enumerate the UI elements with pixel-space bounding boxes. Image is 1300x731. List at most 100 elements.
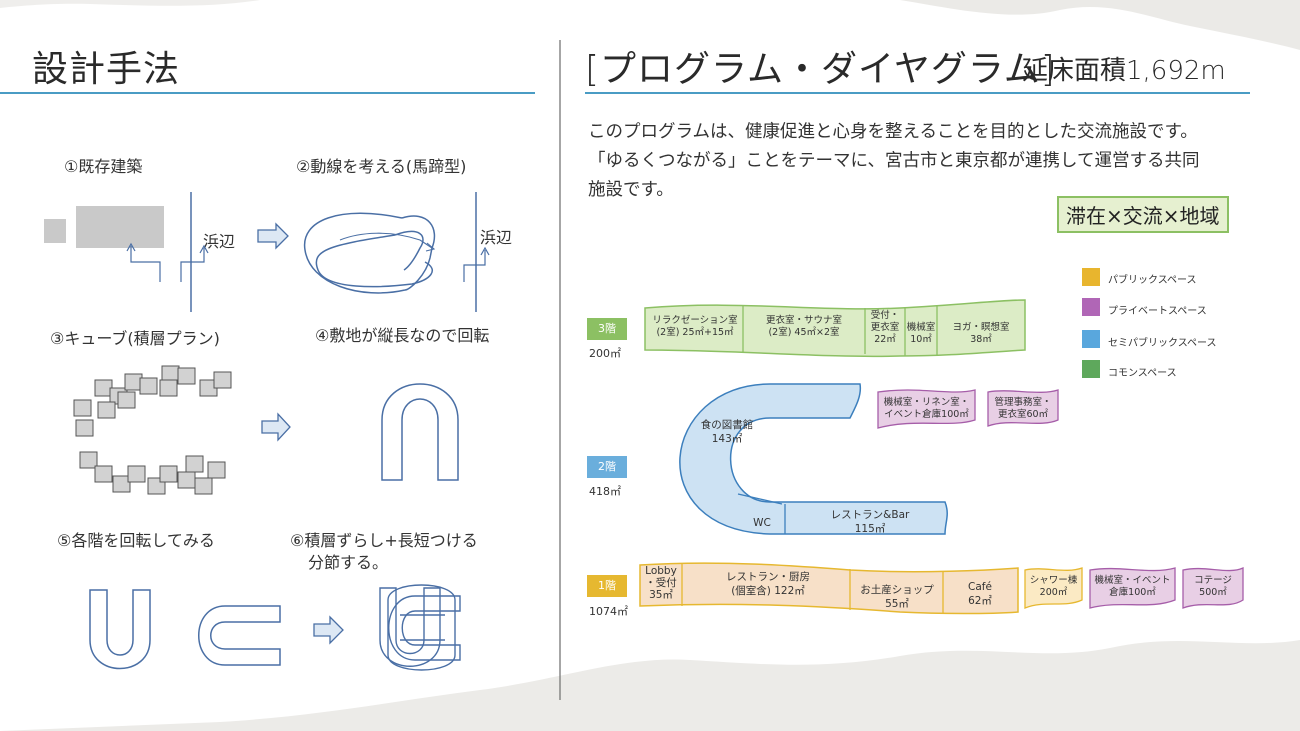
theme-tag: 滞在×交流×地域 — [1057, 196, 1229, 233]
floor-1-band — [639, 562, 1019, 615]
step-5-label: ⑤各階を回転してみる — [57, 531, 215, 550]
private-room-1-b-area: 500㎡ — [1199, 587, 1227, 598]
room-1-2: レストラン・厨房 (個室含) 122㎡ — [690, 570, 846, 598]
restaurant-bar-area: 115㎡ — [854, 523, 886, 535]
room-1-3-name: お土産ショップ — [860, 584, 934, 596]
floor-1-area: 1074㎡ — [589, 605, 628, 618]
legend-swatch-semipublic — [1082, 330, 1100, 348]
room-1-2-name: レストラン・厨房 — [726, 571, 810, 583]
private-room-1-b-label: コテージ 500㎡ — [1183, 575, 1243, 599]
restaurant-bar-label: レストラン&Bar 115㎡ — [800, 508, 940, 536]
floor-3-band — [644, 299, 1026, 358]
private-room-2-a-area: イベント倉庫100㎡ — [884, 409, 969, 420]
floor-3-label: 3階 — [587, 318, 627, 340]
legend-label-public: パブリックスペース — [1108, 275, 1197, 286]
library-name: 食の図書館 — [700, 419, 754, 431]
layered-shift-sketch — [379, 584, 461, 671]
room-1-1: Lobby ・受付 35㎡ — [641, 565, 681, 601]
room-3-3: 受付・ 更衣室 22㎡ — [866, 310, 904, 346]
step-3-label: ③キューブ(積層プラン) — [50, 329, 220, 348]
private-room-1-a-name: 機械室・イベント — [1094, 575, 1171, 586]
room-1-3-area: 55㎡ — [885, 598, 909, 610]
horseshoe-circulation-sketch — [303, 192, 490, 312]
room-3-2-name: 更衣室・サウナ室 — [765, 315, 842, 326]
room-1-3: お土産ショップ 55㎡ — [852, 583, 942, 611]
shower-name: シャワー棟 — [1029, 575, 1078, 586]
beach-label-2: 浜辺 — [480, 228, 513, 247]
private-room-2-a-label: 機械室・リネン室・ イベント倉庫100㎡ — [878, 397, 975, 421]
floor-2-area: 418㎡ — [589, 485, 621, 498]
floor-1-dividers — [681, 563, 944, 613]
room-3-2: 更衣室・サウナ室 (2室) 45㎡×2室 — [745, 315, 863, 339]
room-3-1-name: リラクゼーション室 — [652, 315, 738, 326]
private-room-2-a — [877, 389, 976, 429]
beach-label-1: 浜辺 — [203, 232, 236, 251]
design-method-sketches — [44, 192, 490, 671]
step-4-label: ④敷地が縦長なので回転 — [315, 326, 490, 345]
floor-3-area: 200㎡ — [589, 347, 621, 360]
description-line-3: 施設です。 — [588, 180, 674, 200]
floor-1-label: 1階 — [587, 575, 627, 597]
legend-swatch-private — [1082, 298, 1100, 316]
room-3-3-name: 受付・ — [870, 310, 900, 321]
right-title-underline — [585, 92, 1250, 94]
room-1-2-area: (個室含) 122㎡ — [731, 585, 805, 597]
wc-label: WC — [753, 517, 771, 529]
private-room-2-b-name: 管理事務室・ — [994, 397, 1052, 408]
cube-stack-sketch — [73, 365, 232, 495]
library-label: 食の図書館 143㎡ — [697, 418, 757, 446]
private-room-2-b-area: 更衣室60㎡ — [997, 409, 1049, 420]
step-2-label: ②動線を考える(馬蹄型) — [296, 157, 467, 176]
room-1-1-name: Lobby — [645, 565, 677, 577]
room-3-5-area: 38㎡ — [970, 334, 992, 345]
floor-2-label: 2階 — [587, 456, 627, 478]
left-title: 設計手法 — [32, 49, 181, 90]
private-room-1-a — [1089, 567, 1176, 609]
room-3-4-name: 機械室 — [906, 322, 936, 333]
private-room-1-b-name: コテージ — [1194, 575, 1232, 586]
room-3-4: 機械室 10㎡ — [905, 322, 937, 346]
floor-2-dividers — [737, 493, 786, 534]
description-line-2: 「ゆるくつながる」ことをテーマに、宮古市と東京都が連携して運営する共同 — [588, 151, 1200, 171]
step-6-label-cont: 分節する。 — [308, 553, 389, 572]
left-title-underline — [0, 92, 535, 94]
private-room-1-b — [1182, 566, 1244, 609]
room-1-4-name: Café — [968, 581, 992, 593]
room-3-1-area: (2室) 25㎡+15㎡ — [656, 327, 734, 338]
room-3-2-area: (2室) 45㎡×2室 — [768, 327, 840, 338]
room-3-4-area: 10㎡ — [910, 334, 932, 345]
private-room-1-a-area: 倉庫100㎡ — [1109, 587, 1156, 598]
floor-3-dividers — [742, 305, 938, 356]
rotated-horseshoe-sketch — [381, 383, 459, 481]
step-1-label: ①既存建築 — [64, 157, 143, 176]
shower-building — [1024, 567, 1083, 609]
room-1-4-area: 62㎡ — [968, 595, 992, 607]
step-6-label: ⑥積層ずらし+長短つける — [290, 531, 478, 550]
arrow-right-icon — [261, 412, 291, 442]
legend-label-private: プライベートスペース — [1108, 306, 1207, 317]
room-1-4: Café 62㎡ — [945, 580, 1015, 608]
floor-area-total: 延床面積1,692m — [1022, 56, 1226, 86]
shower-area: 200㎡ — [1039, 587, 1068, 598]
floor-u-sketch — [89, 589, 151, 670]
legend-swatch-common — [1082, 360, 1100, 378]
legend-label-semipublic: セミパブリックスペース — [1108, 338, 1217, 349]
private-room-2-a-name: 機械室・リネン室・ — [883, 397, 970, 408]
existing-building-sketch — [44, 192, 209, 312]
shower-label: シャワー棟 200㎡ — [1025, 575, 1082, 599]
room-3-5: ヨガ・瞑想室 38㎡ — [938, 322, 1024, 346]
room-3-3-name-2: 更衣室 — [870, 322, 900, 333]
private-room-2-b — [987, 389, 1059, 427]
room-3-3-area: 22㎡ — [874, 334, 896, 345]
arrow-right-icon — [257, 222, 289, 250]
floor-c-sketch — [198, 605, 281, 666]
private-room-1-a-label: 機械室・イベント 倉庫100㎡ — [1090, 575, 1175, 599]
description-line-1: このプログラムは、健康促進と心身を整えることを目的とした交流施設です。 — [588, 122, 1198, 142]
arrow-right-icon — [313, 615, 344, 645]
room-3-1: リラクゼーション室 (2室) 25㎡+15㎡ — [648, 315, 742, 339]
library-area: 143㎡ — [711, 433, 743, 445]
restaurant-bar-name: レストラン&Bar — [830, 509, 910, 521]
legend-swatch-public — [1082, 268, 1100, 286]
